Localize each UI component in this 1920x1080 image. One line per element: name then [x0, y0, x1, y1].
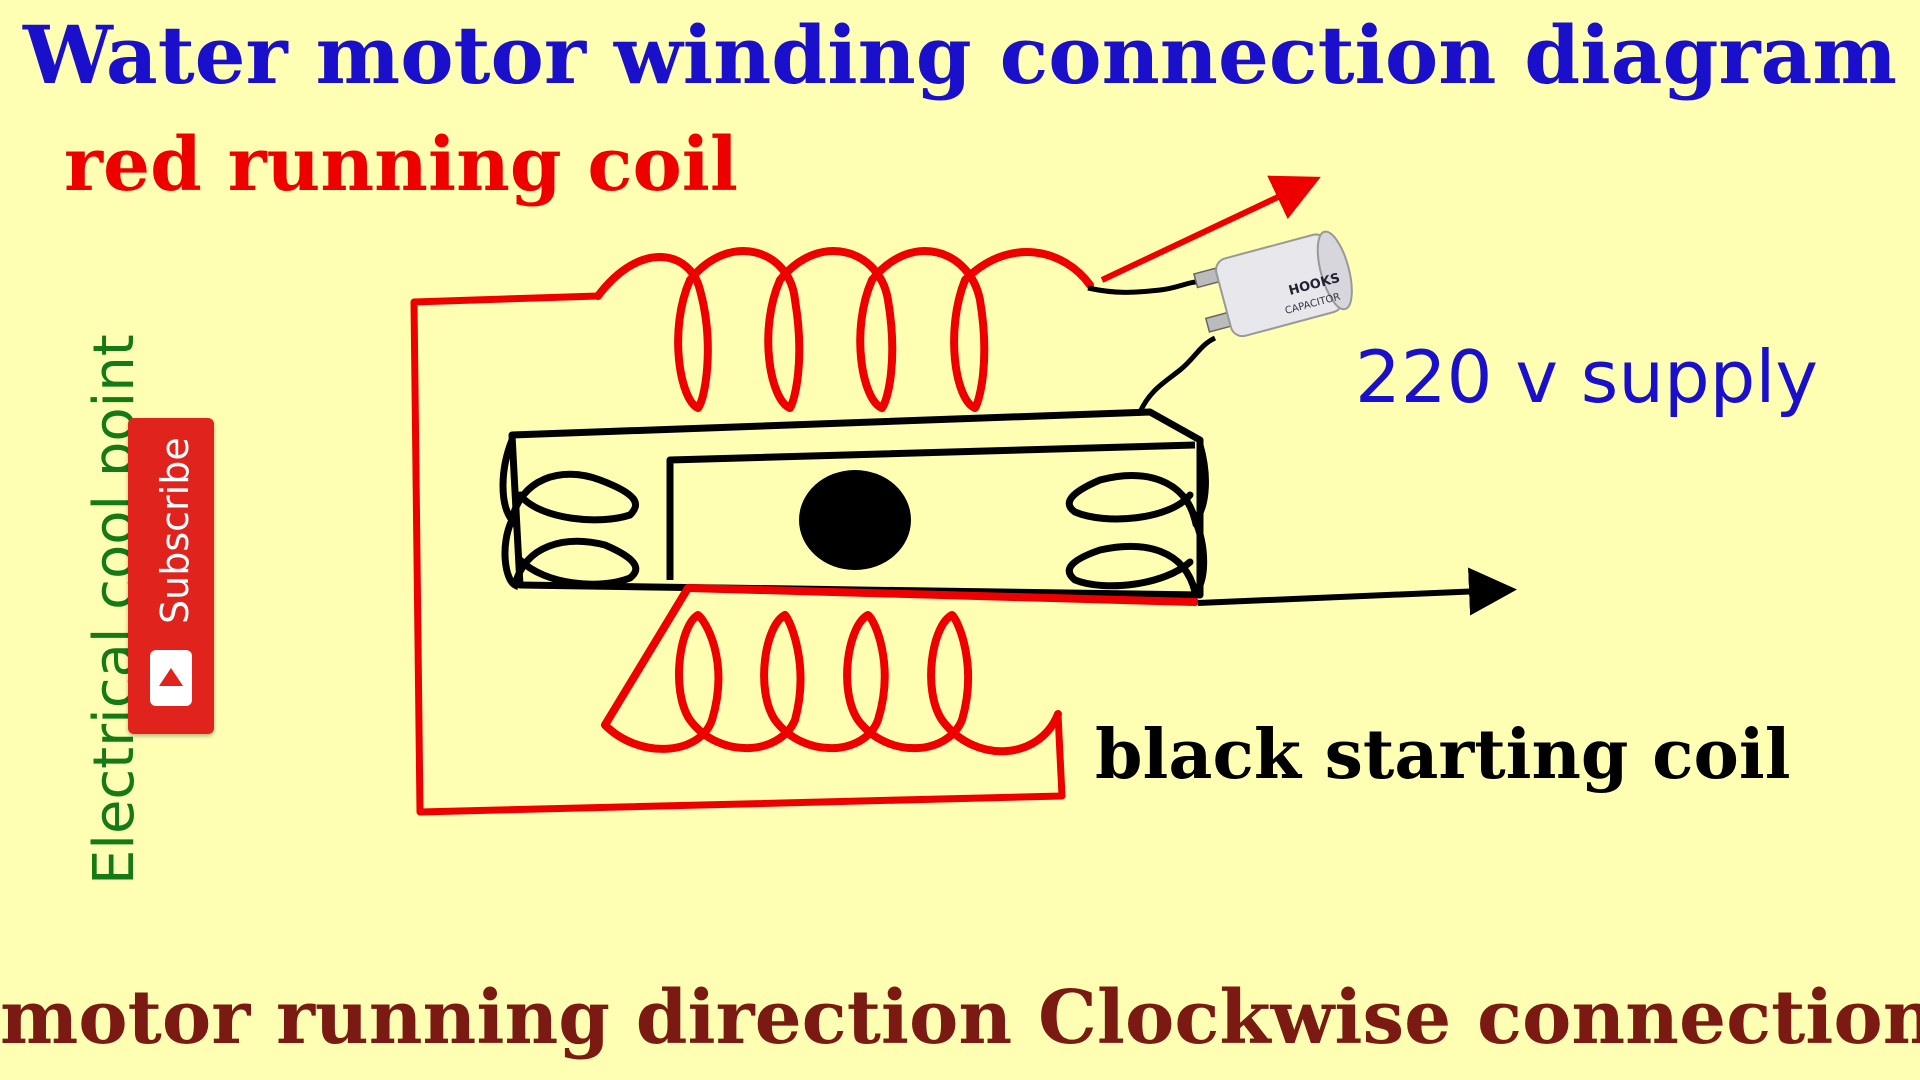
stator-inner	[666, 441, 1196, 580]
supply-label: 220 v supply	[1355, 335, 1818, 419]
capacitor	[1192, 230, 1353, 338]
direction-label: motor running direction Clockwise connec…	[0, 975, 1920, 1061]
running-coil-label: red running coil	[64, 122, 739, 208]
starting-coil-left	[499, 436, 640, 591]
youtube-play-icon	[150, 650, 192, 706]
capacitor-wire-bottom	[1137, 335, 1217, 414]
running-coil-outer-wire	[410, 292, 1066, 816]
starting-coil-right	[1065, 441, 1209, 598]
running-coil-top	[594, 247, 1094, 412]
page-title: Water motor winding connection diagram	[22, 8, 1898, 102]
running-coil-bottom	[601, 584, 1199, 756]
capacitor-wire-top	[1087, 279, 1206, 295]
running-coil-arrow	[1100, 175, 1321, 283]
starting-coil-arrow	[1197, 567, 1517, 616]
subscribe-button[interactable]: Subscribe	[128, 418, 214, 734]
starting-coil-label: black starting coil	[1095, 715, 1791, 795]
rotor	[799, 470, 911, 570]
